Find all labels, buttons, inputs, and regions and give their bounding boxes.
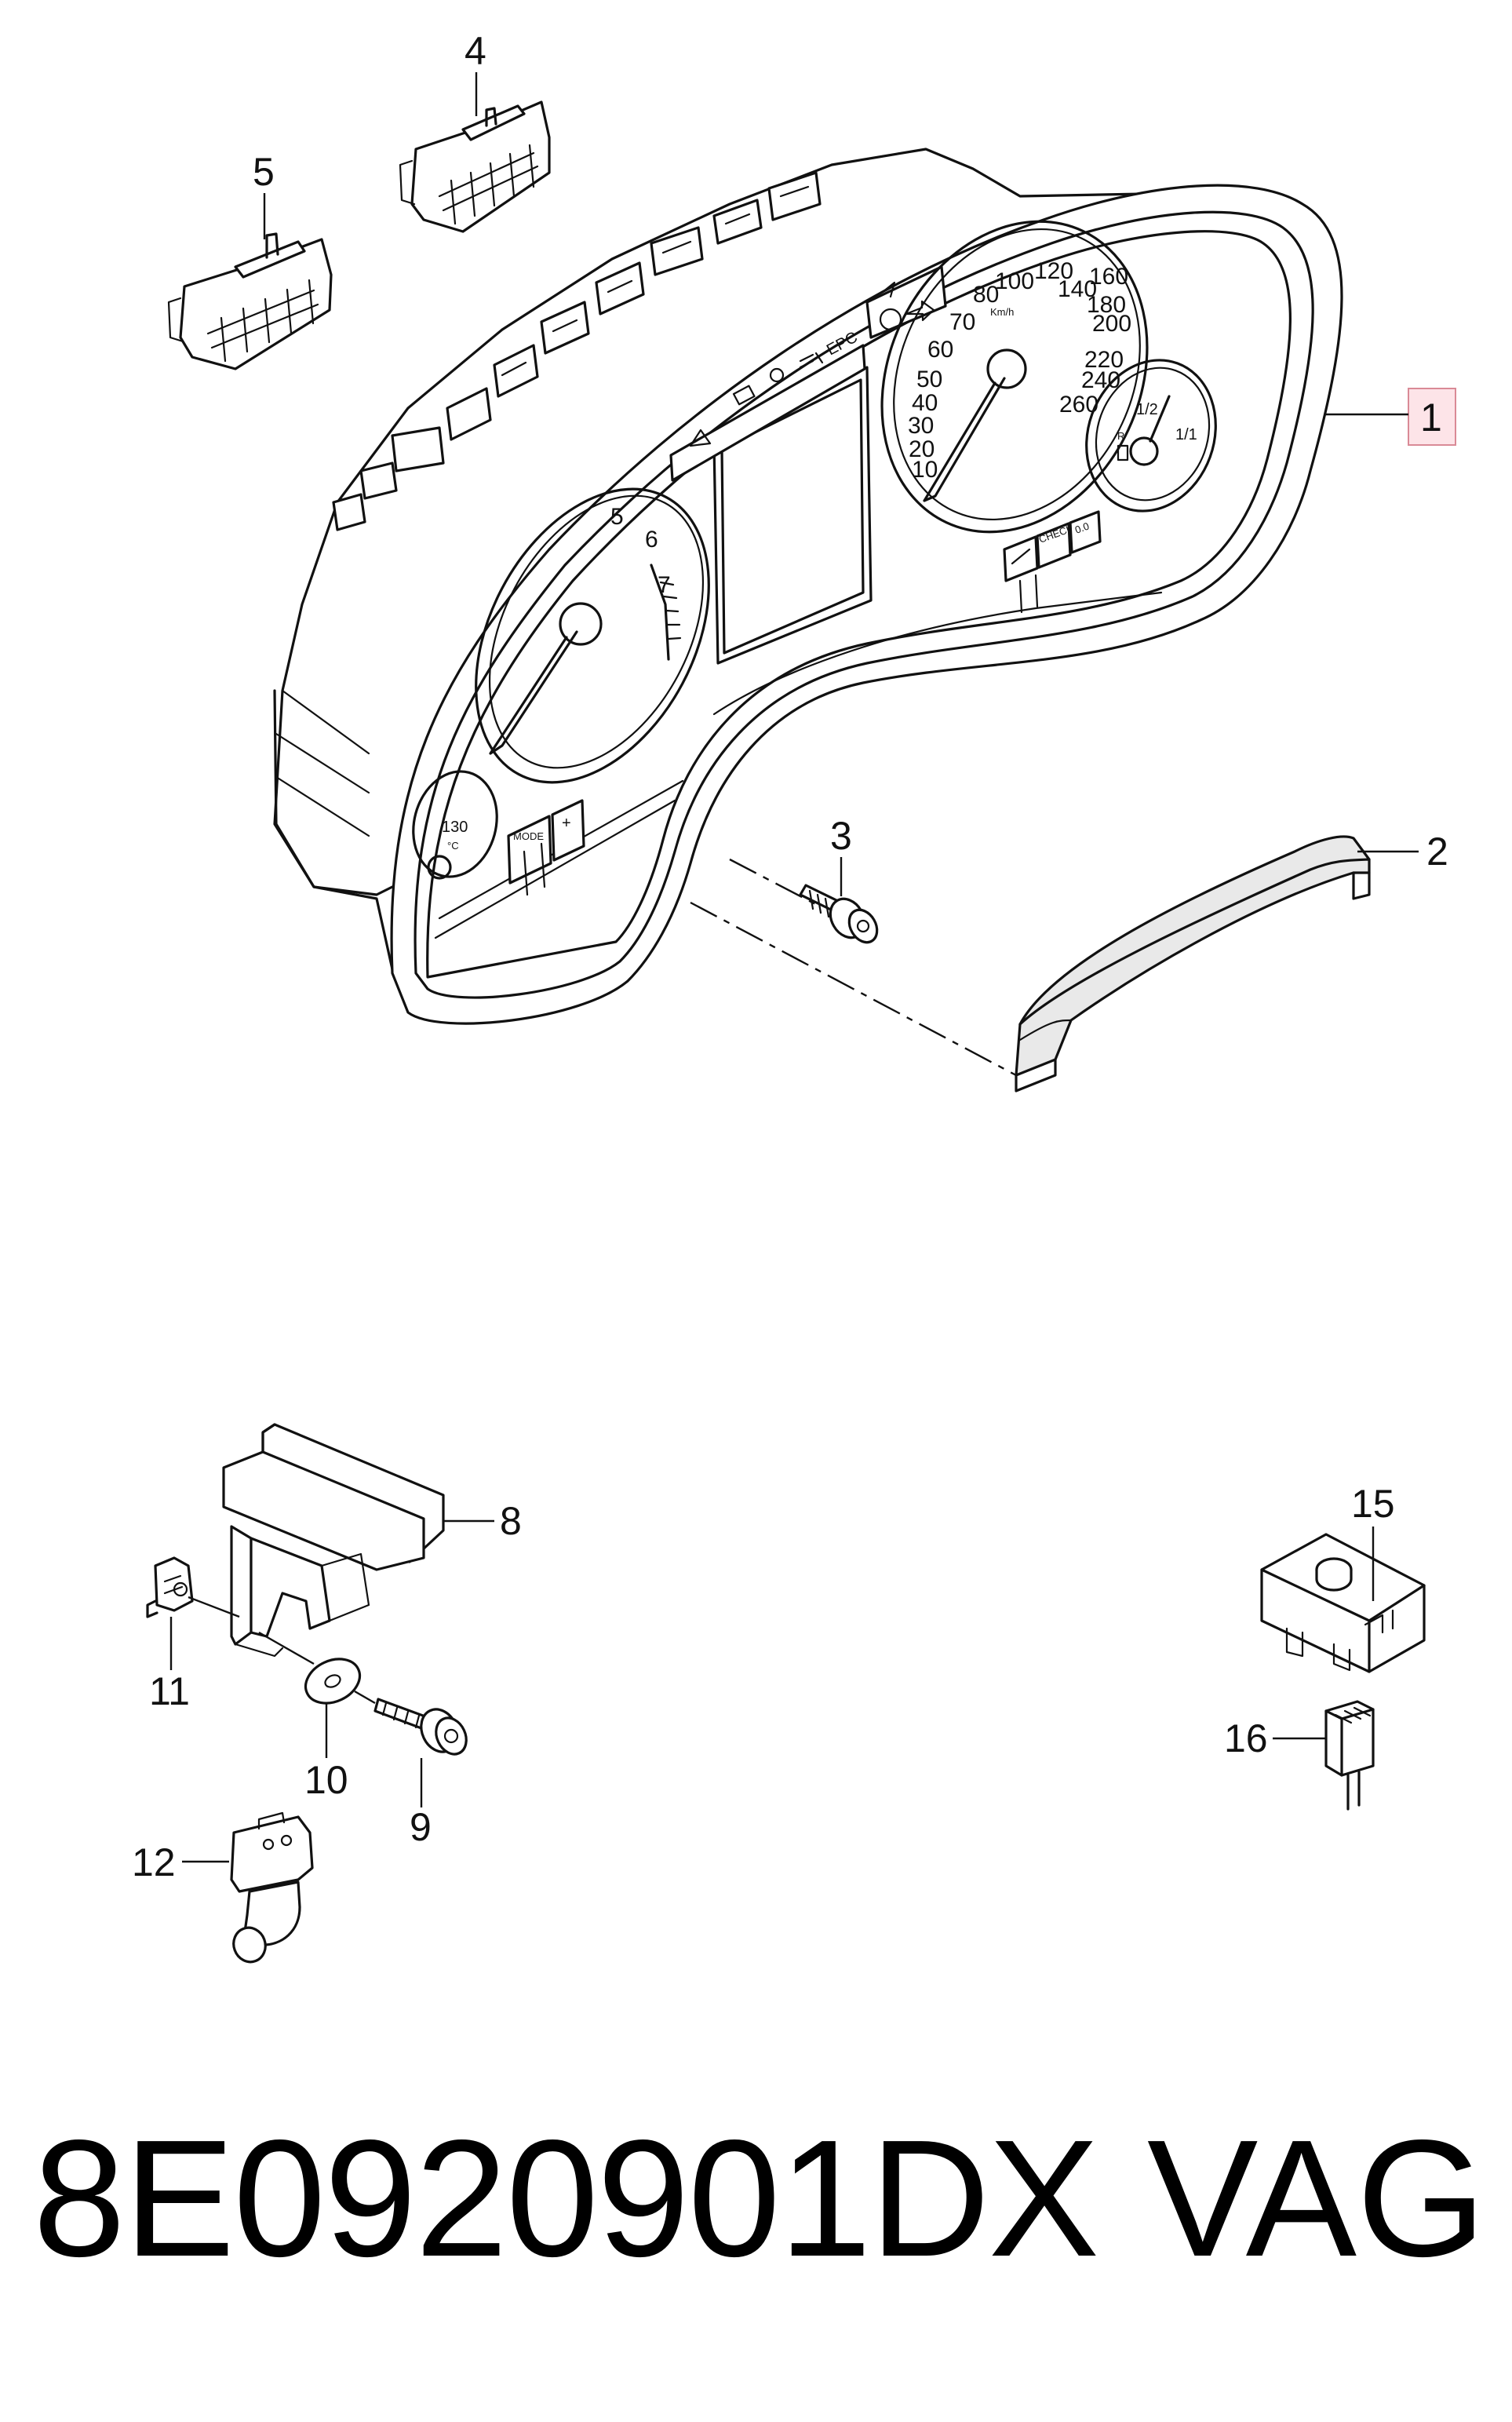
connector-16 bbox=[1324, 1700, 1375, 1811]
speed-label-220: 220 bbox=[1084, 347, 1124, 373]
cluster-bezel-inner bbox=[414, 210, 1314, 999]
brake-icon bbox=[879, 308, 902, 331]
speed-label-200: 200 bbox=[1092, 311, 1131, 337]
tachometer: 5 6 7 bbox=[475, 487, 710, 784]
tacho-label-7: 7 bbox=[658, 572, 671, 598]
part-number-title: 8E0920901DX bbox=[33, 2105, 1099, 2291]
callout-1-label: 1 bbox=[1420, 396, 1442, 440]
center-display: EPC bbox=[669, 329, 873, 665]
speed-label-20: 20 bbox=[909, 436, 935, 462]
service-button bbox=[1003, 535, 1039, 582]
switch-15 bbox=[1260, 1533, 1426, 1673]
assembly-line-clip bbox=[188, 1596, 240, 1618]
speed-label-60: 60 bbox=[927, 337, 953, 363]
fuel-gauge: 1/2 1/1 R bbox=[1085, 359, 1217, 512]
callout-16-label: 16 bbox=[1224, 1716, 1268, 1760]
callout-1-highlight bbox=[1408, 388, 1456, 446]
fuel-pump-icon bbox=[1117, 444, 1129, 461]
callout-2-label: 2 bbox=[1426, 830, 1448, 874]
tacho-label-5: 5 bbox=[610, 504, 624, 530]
callout-11: 11 bbox=[149, 1617, 190, 1713]
warning-triangle-icon bbox=[689, 429, 712, 447]
fuel-reserve-label: R bbox=[1117, 430, 1124, 442]
brand-title: VAG bbox=[1147, 2105, 1486, 2291]
callout-16: 16 bbox=[1224, 1716, 1326, 1760]
temp-unit-label: °C bbox=[447, 840, 459, 852]
glow-plug-icon bbox=[881, 281, 896, 298]
speed-label-10: 10 bbox=[912, 457, 938, 483]
trip-buttons: MODE + bbox=[507, 799, 585, 896]
mode-button-label: MODE bbox=[513, 830, 544, 842]
speedometer: 10 20 30 40 50 60 70 80 100 120 140 160 … bbox=[880, 220, 1149, 534]
callout-4: 4 bbox=[465, 29, 486, 116]
tacho-label-6: 6 bbox=[645, 527, 658, 553]
battery-icon bbox=[732, 385, 756, 406]
assembly-line-screw bbox=[729, 858, 821, 908]
callout-12: 12 bbox=[132, 1840, 229, 1884]
housing-ribs bbox=[332, 171, 822, 531]
assembly-line-washer bbox=[258, 1631, 315, 1665]
callout-3-label: 3 bbox=[830, 814, 852, 858]
reset-button-label: 0.0 bbox=[1073, 520, 1091, 536]
callout-10: 10 bbox=[304, 1703, 348, 1802]
speed-label-50: 50 bbox=[916, 367, 942, 392]
speed-label-120: 120 bbox=[1034, 258, 1073, 284]
speed-label-30: 30 bbox=[908, 413, 934, 439]
plus-button-label: + bbox=[562, 815, 571, 832]
check-buttons: CHECK 0.0 bbox=[1003, 510, 1102, 614]
speed-label-140: 140 bbox=[1058, 276, 1097, 302]
callout-10-label: 10 bbox=[304, 1758, 348, 1802]
speed-label-100: 100 bbox=[995, 268, 1034, 294]
speed-unit-label: Km/h bbox=[990, 306, 1014, 318]
callout-8-label: 8 bbox=[500, 1499, 522, 1543]
trim-strip bbox=[1015, 835, 1371, 1092]
callout-5-label: 5 bbox=[253, 150, 275, 194]
plug-connector bbox=[230, 1811, 314, 1964]
warning-lamp-strip bbox=[669, 344, 866, 482]
check-button bbox=[1036, 522, 1072, 569]
speed-label-70: 70 bbox=[949, 309, 975, 335]
temperature-gauge: 130 °C bbox=[412, 770, 498, 880]
fuel-label-half: 1/2 bbox=[1136, 401, 1158, 418]
speed-label-80: 80 bbox=[973, 282, 999, 308]
connector-4 bbox=[399, 100, 551, 233]
callout-1: 1 bbox=[1324, 388, 1456, 446]
speed-label-180: 180 bbox=[1087, 292, 1126, 318]
mounting-screw bbox=[373, 1698, 468, 1756]
speed-label-160: 160 bbox=[1089, 264, 1128, 290]
connector-5 bbox=[167, 232, 333, 370]
callout-15: 15 bbox=[1351, 1482, 1395, 1601]
fog-light-icon bbox=[799, 352, 824, 369]
speed-label-40: 40 bbox=[912, 390, 938, 416]
callout-3: 3 bbox=[830, 814, 852, 896]
plus-button bbox=[551, 799, 585, 862]
callout-11-label: 11 bbox=[149, 1669, 190, 1713]
callout-5: 5 bbox=[253, 150, 275, 239]
temp-label-130: 130 bbox=[442, 819, 468, 836]
callout-15-label: 15 bbox=[1351, 1482, 1395, 1526]
headlight-icon bbox=[769, 367, 785, 383]
callout-8: 8 bbox=[444, 1499, 522, 1543]
callout-9: 9 bbox=[410, 1758, 432, 1849]
instrument-cluster: 5 6 7 EPC 10 bbox=[273, 148, 1343, 1025]
switch-housing bbox=[222, 1423, 445, 1658]
mode-button bbox=[507, 815, 552, 885]
clip-nut bbox=[146, 1556, 194, 1618]
callout-2: 2 bbox=[1357, 830, 1448, 874]
cluster-screw bbox=[799, 884, 879, 944]
washer bbox=[304, 1658, 362, 1705]
assembly-line-bolt bbox=[354, 1690, 376, 1705]
wrench-icon bbox=[1011, 548, 1031, 565]
callout-12-label: 12 bbox=[132, 1840, 176, 1884]
callout-4-label: 4 bbox=[465, 29, 486, 73]
reset-button bbox=[1069, 510, 1102, 554]
assembly-line-trim bbox=[690, 901, 1017, 1077]
fuel-label-full: 1/1 bbox=[1175, 426, 1197, 443]
callout-9-label: 9 bbox=[410, 1805, 432, 1849]
